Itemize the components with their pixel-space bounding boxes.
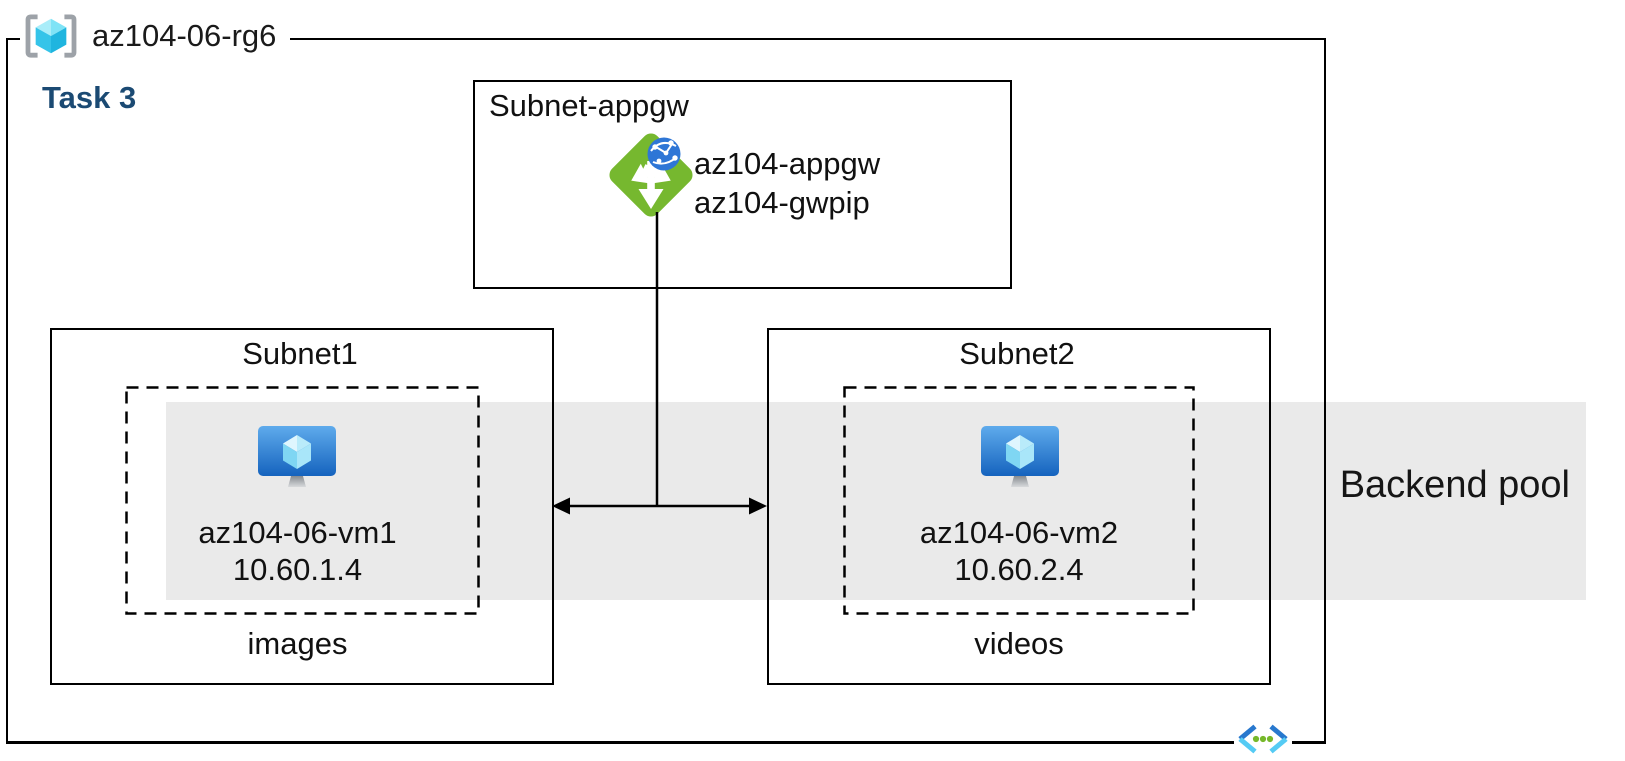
subnet2-content-label: videos	[974, 626, 1064, 661]
application-gateway-pip: az104-gwpip	[694, 185, 870, 220]
virtual-network-icon-wrap	[1234, 722, 1292, 756]
vm1-name: az104-06-vm1	[198, 515, 397, 550]
subnet2-box	[767, 328, 1271, 685]
virtual-machine-icon	[981, 426, 1059, 487]
application-gateway-name: az104-appgw	[694, 146, 881, 181]
resource-group-icon	[25, 14, 77, 58]
subnet1-label: Subnet1	[242, 336, 358, 371]
vm1-labels: az104-06-vm1 10.60.1.4	[120, 514, 475, 588]
task-label: Task 3	[42, 80, 137, 115]
resource-group-name: az104-06-rg6	[92, 18, 277, 53]
backend-pool-band	[166, 402, 1586, 600]
application-gateway-icon	[609, 133, 693, 217]
vm1-ip: 10.60.1.4	[232, 552, 363, 587]
subnet-appgw-label: Subnet-appgw	[489, 88, 689, 123]
virtual-network-icon	[1238, 724, 1288, 754]
virtual-machine-icon	[258, 426, 336, 487]
subnet2-dashed-group	[843, 386, 1195, 615]
backend-pool-label: Backend pool	[1339, 464, 1570, 506]
subnet1-content-label: images	[247, 626, 348, 661]
subnet-appgw-box	[473, 80, 1012, 289]
vm2-ip: 10.60.2.4	[954, 552, 1084, 587]
vm2-name: az104-06-vm2	[919, 515, 1119, 550]
resource-group-labelstrip: az104-06-rg6	[20, 12, 291, 60]
subnet2-label: Subnet2	[959, 336, 1075, 371]
subnet1-dashed-group	[125, 386, 480, 615]
application-gateway-labels: az104-appgw az104-gwpip	[694, 144, 880, 222]
resource-group-border	[6, 38, 1326, 744]
vm2-labels: az104-06-vm2 10.60.2.4	[843, 514, 1195, 588]
